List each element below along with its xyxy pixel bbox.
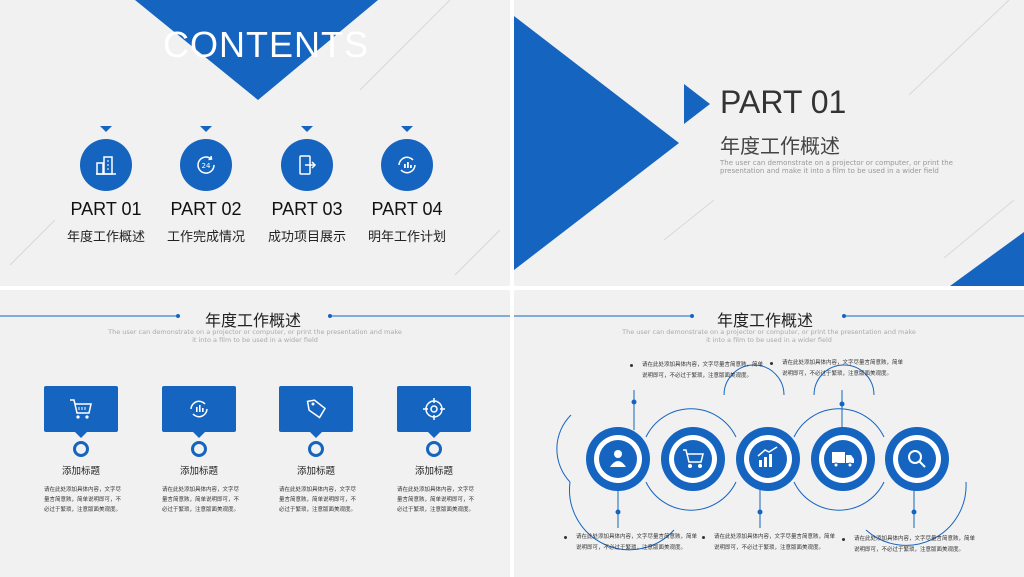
note-text: 请在此处添加具体内容，文字尽量言简意赅，简单说明即可，不必过于繁琐，注意版面美观… <box>576 534 698 551</box>
process-diagram <box>514 314 1024 551</box>
section-description: The user can demonstrate on a projector … <box>108 328 402 344</box>
part-number: PART 02 <box>170 199 242 219</box>
feature-card-3[interactable]: 添加标题 请在此处添加具体内容，文字尽量言简意赅，简单说明即可，不必过于繁琐，注… <box>279 386 356 515</box>
card-body: 请在此处添加具体内容，文字尽量言简意赅，简单说明即可，不必过于繁琐，注意版面美观… <box>279 487 357 513</box>
card-icon-box <box>397 386 471 438</box>
cart-icon <box>683 449 704 469</box>
search-icon <box>908 450 926 468</box>
part-icon-circle <box>281 139 333 191</box>
bullet-dot <box>630 364 633 367</box>
note-text: 请在此处添加具体内容，文字尽量言简意赅，简单说明即可，不必过于繁琐，注意版面美观… <box>782 360 904 377</box>
feature-card-1[interactable]: 添加标题 请在此处添加具体内容，文字尽量言简意赅，简单说明即可，不必过于繁琐，注… <box>44 386 121 515</box>
growth-chart-icon <box>757 446 778 467</box>
section-title: 年度工作概述 <box>205 311 302 330</box>
note-text: 请在此处添加具体内容，文字尽量言简意赅，简单说明即可，不必过于繁琐，注意版面美观… <box>714 534 836 551</box>
pointer-arrow <box>100 126 112 132</box>
part-item-01[interactable]: PART 01 年度工作概述 <box>56 126 156 245</box>
card-title: 添加标题 <box>296 466 335 477</box>
card-title: 添加标题 <box>414 466 453 477</box>
exit-icon <box>299 155 317 175</box>
part-number: PART 01 <box>70 199 142 219</box>
svg-text:24: 24 <box>202 162 211 170</box>
card-icon-box <box>44 386 118 438</box>
part-item-03[interactable]: PART 03 成功项目展示 <box>257 126 357 245</box>
part-name: 成功项目展示 <box>267 230 346 245</box>
part-icon-circle <box>381 139 433 191</box>
slide-contents-background <box>9 0 501 276</box>
process-note-bottom-3: 请在此处添加具体内容，文字尽量言简意赅，简单说明即可，不必过于繁琐，注意版面美观… <box>842 534 976 556</box>
chart-refresh-icon <box>398 156 416 174</box>
slide-overview-cards[interactable]: 年度工作概述 The user can demonstrate on a pro… <box>0 290 510 577</box>
note-text: 请在此处添加具体内容，文字尽量言简意赅，简单说明即可，不必过于繁琐，注意版面美观… <box>642 362 764 379</box>
bullet-dot <box>770 362 773 365</box>
card-ring <box>73 441 89 457</box>
section-title: 年度工作概述 <box>717 311 814 330</box>
process-note-top-2: 请在此处添加具体内容，文字尽量言简意赅，简单说明即可，不必过于繁琐，注意版面美观… <box>770 358 904 380</box>
process-note-top-1: 请在此处添加具体内容，文字尽量言简意赅，简单说明即可，不必过于繁琐，注意版面美观… <box>630 360 764 382</box>
cart-icon <box>70 399 92 419</box>
slide-contents[interactable]: CONTENTS PART 01 年度工作概述 24 <box>0 0 510 286</box>
clock-24-icon: 24 <box>197 155 215 174</box>
target-icon <box>423 398 445 420</box>
part-item-04[interactable]: PART 04 明年工作计划 <box>357 126 457 245</box>
part-icon-circle <box>80 139 132 191</box>
card-icon-box <box>279 386 353 438</box>
card-body: 请在此处添加具体内容，文字尽量言简意赅，简单说明即可，不必过于繁琐，注意版面美观… <box>397 487 475 513</box>
slide-process[interactable]: 年度工作概述 The user can demonstrate on a pro… <box>514 290 1024 577</box>
card-title: 添加标题 <box>179 466 218 477</box>
part-number: PART 03 <box>271 199 343 219</box>
slide-part-background <box>514 0 1024 286</box>
note-text: 请在此处添加具体内容，文字尽量言简意赅，简单说明即可，不必过于繁琐，注意版面美观… <box>854 536 976 553</box>
contents-title: CONTENTS <box>163 24 369 65</box>
pointer-arrow <box>301 126 313 132</box>
section-description: The user can demonstrate on a projector … <box>622 328 916 344</box>
pointer-arrow <box>200 126 212 132</box>
tag-icon <box>306 399 327 419</box>
truck-icon <box>832 452 854 468</box>
bullet-dot <box>842 538 845 541</box>
part-name: 明年工作计划 <box>367 230 446 245</box>
card-ring <box>308 441 324 457</box>
card-body: 请在此处添加具体内容，文字尽量言简意赅，简单说明即可，不必过于繁琐，注意版面美观… <box>162 487 240 513</box>
process-note-bottom-1: 请在此处添加具体内容，文字尽量言简意赅，简单说明即可，不必过于繁琐，注意版面美观… <box>564 532 698 554</box>
card-icon-box <box>162 386 236 438</box>
part-name: 年度工作概述 <box>66 230 145 245</box>
pointer-arrow <box>401 126 413 132</box>
building-icon <box>96 156 116 175</box>
card-ring <box>191 441 207 457</box>
card-body: 请在此处添加具体内容，文字尽量言简意赅，简单说明即可，不必过于繁琐，注意版面美观… <box>44 487 122 513</box>
part-heading: PART 01 <box>720 84 847 120</box>
card-title: 添加标题 <box>61 466 100 477</box>
title-divider-lines <box>0 314 510 318</box>
part-item-02[interactable]: 24 PART 02 工作完成情况 <box>156 126 256 245</box>
part-name: 工作完成情况 <box>166 230 245 245</box>
refresh-chart-icon <box>190 400 208 418</box>
part-description: The user can demonstrate on a projector … <box>720 159 953 175</box>
part-subtitle: 年度工作概述 <box>720 134 840 158</box>
bullet-dot <box>564 536 567 539</box>
part-icon-circle: 24 <box>180 139 232 191</box>
card-ring <box>426 441 442 457</box>
slide-part-01[interactable]: PART 01 年度工作概述 The user can demonstrate … <box>514 0 1024 286</box>
user-icon <box>610 450 626 467</box>
part-number: PART 04 <box>371 199 443 219</box>
feature-card-2[interactable]: 添加标题 请在此处添加具体内容，文字尽量言简意赅，简单说明即可，不必过于繁琐，注… <box>162 386 239 515</box>
bullet-dot <box>702 536 705 539</box>
feature-card-4[interactable]: 添加标题 请在此处添加具体内容，文字尽量言简意赅，简单说明即可，不必过于繁琐，注… <box>397 386 474 515</box>
process-note-bottom-2: 请在此处添加具体内容，文字尽量言简意赅，简单说明即可，不必过于繁琐，注意版面美观… <box>702 532 836 554</box>
